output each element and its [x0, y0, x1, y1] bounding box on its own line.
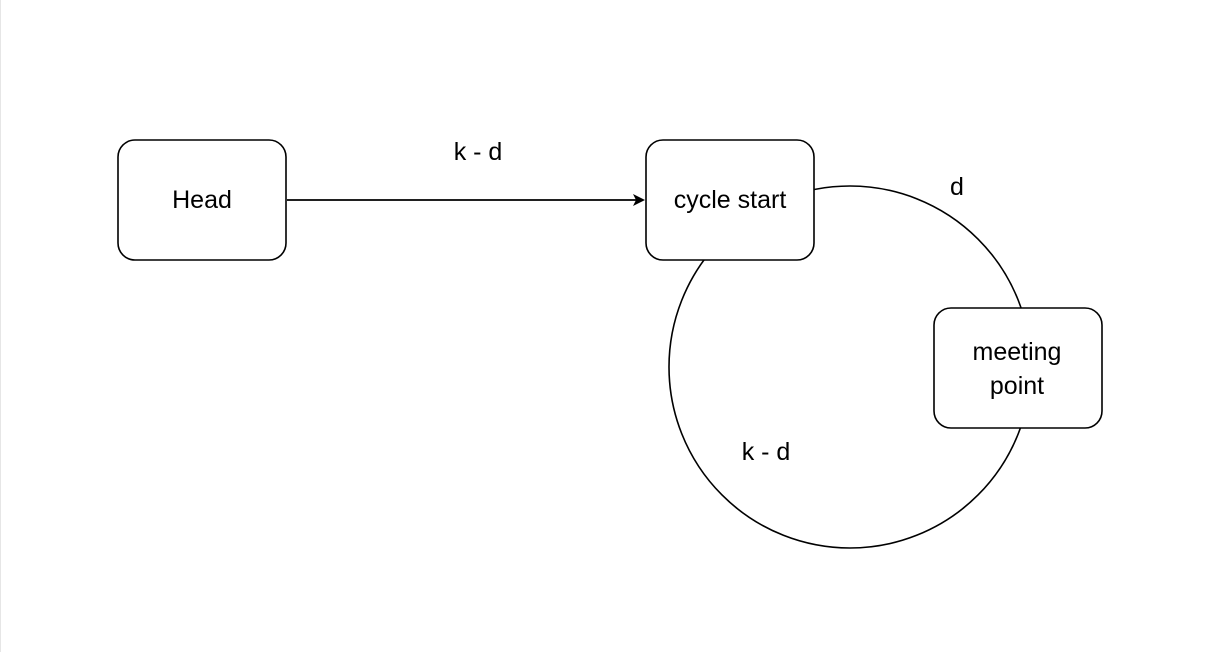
node-cycle-start-label: cycle start [674, 186, 787, 214]
edge-label-meeting-point-to-cycle-start: k - d [742, 438, 791, 466]
edge-label-cycle-start-to-meeting-point: d [950, 173, 964, 201]
canvas-left-border [0, 0, 1, 652]
node-meeting-point-label-line2: point [990, 372, 1044, 400]
node-head-box[interactable] [117, 139, 287, 261]
node-meeting-point-label-line1: meeting [973, 338, 1062, 366]
node-head[interactable]: Head [117, 139, 287, 261]
node-cycle-start-box[interactable] [645, 139, 815, 261]
edge-label-head-to-cycle-start: k - d [454, 138, 503, 166]
node-meeting-point-box[interactable] [933, 307, 1103, 429]
node-meeting-point[interactable]: meeting point [933, 307, 1103, 429]
node-head-label: Head [172, 186, 232, 214]
node-cycle-start[interactable]: cycle start [645, 139, 815, 261]
